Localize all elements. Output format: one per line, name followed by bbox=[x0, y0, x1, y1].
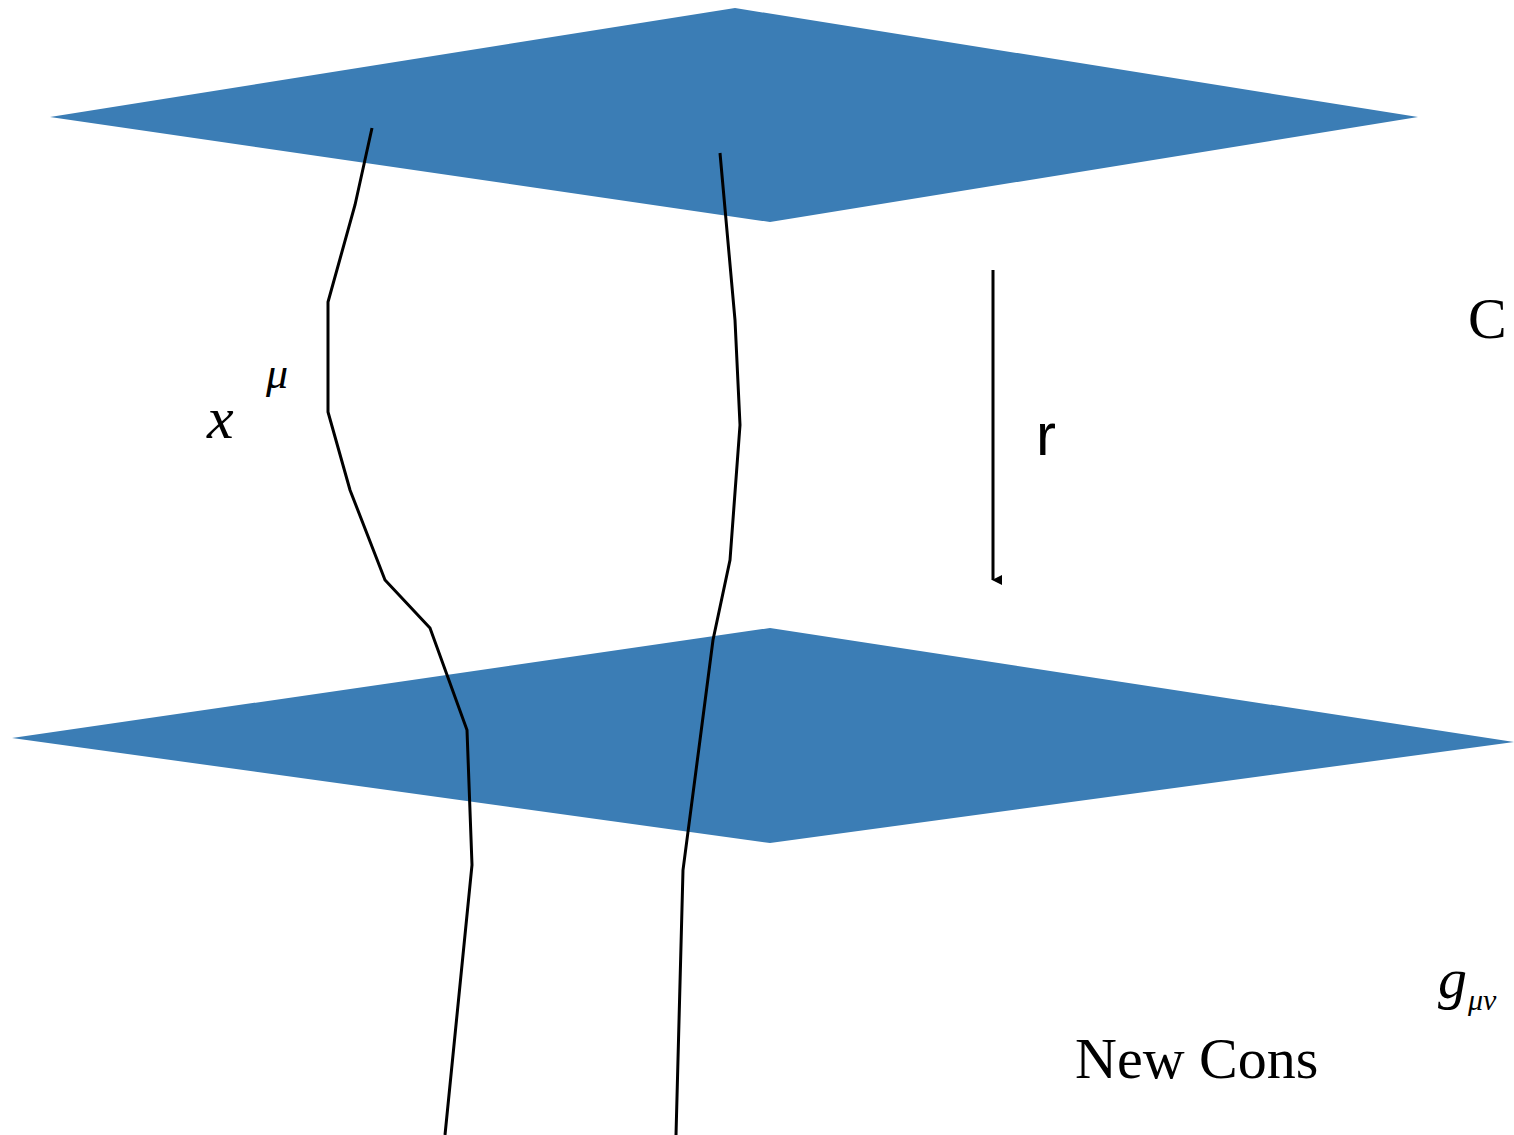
coordinate-symbol: x bbox=[207, 388, 234, 448]
bottom-sheet bbox=[12, 628, 1514, 843]
axis-label: r bbox=[1036, 405, 1056, 465]
worldline bbox=[328, 128, 472, 1135]
radial-arrow bbox=[992, 270, 995, 580]
metric-symbol: g bbox=[1438, 950, 1467, 1008]
index-symbol: μν bbox=[1468, 985, 1496, 1015]
cropped-text: New Cons bbox=[1075, 1030, 1318, 1088]
index-symbol: μ bbox=[266, 352, 288, 396]
cropped-text: C bbox=[1468, 290, 1507, 348]
top-sheet bbox=[50, 8, 1418, 222]
worldline bbox=[676, 153, 740, 1135]
